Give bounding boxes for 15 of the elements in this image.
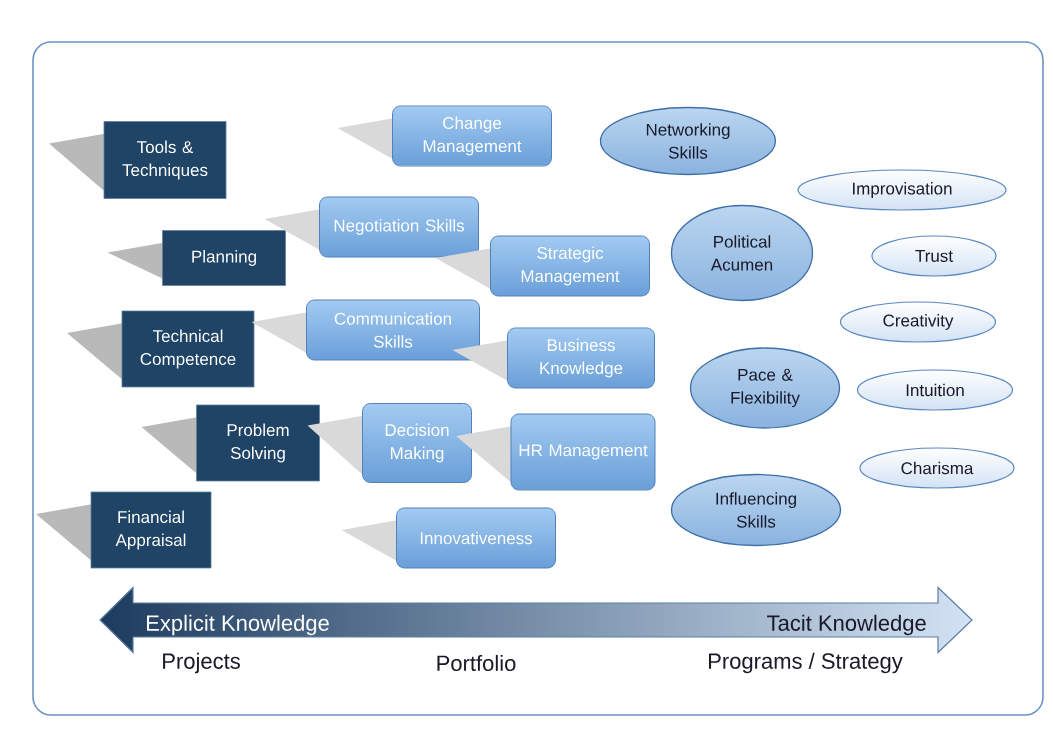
axis-label: Projects — [163, 652, 240, 674]
skill-box: Financial Appraisal — [36, 491, 212, 569]
skill-box: Decision Making — [307, 403, 472, 483]
skill-box: Innovativeness — [341, 507, 556, 569]
skill-box: Communication Skills — [251, 299, 480, 361]
skill-box: Business Knowledge — [452, 327, 655, 389]
skill-box: Technical Competence — [67, 310, 255, 388]
skill-box: Planning — [107, 230, 286, 286]
skill-box: Negotiation Skills — [264, 196, 479, 258]
skill-box: Problem Solving — [141, 404, 320, 482]
skill-box: Tools & Techniques — [49, 121, 227, 199]
axis-label: Programs / Strategy — [709, 652, 903, 674]
skill-box: HR Management — [456, 413, 656, 491]
skill-box: Change Management — [337, 105, 552, 167]
skill-box: Strategic Management — [435, 235, 650, 297]
